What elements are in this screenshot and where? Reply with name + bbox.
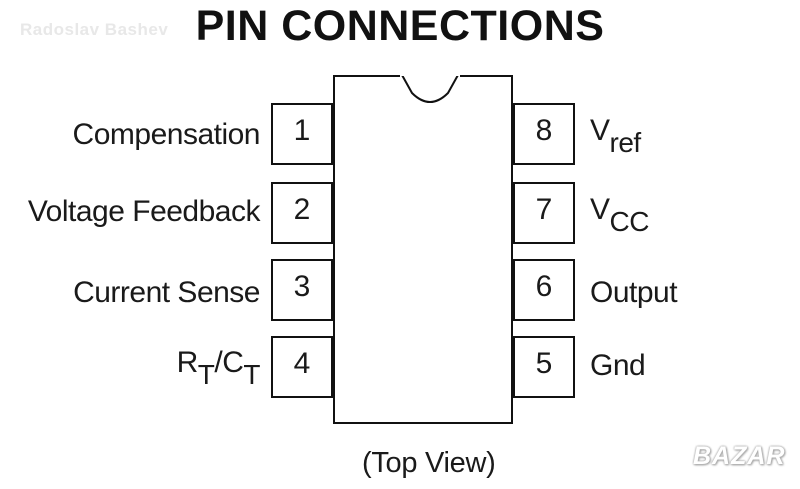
ic-package-body [333, 75, 513, 424]
pin-3-number: 3 [293, 270, 311, 303]
pin-7-number: 7 [535, 193, 553, 226]
pin-5-number: 5 [535, 347, 553, 380]
pin-6-box: 6 [513, 259, 575, 321]
pin-4-number: 4 [293, 347, 311, 380]
pin-1-label: Compensation [72, 118, 261, 151]
pin-2-number: 2 [293, 193, 311, 226]
pin-5-box: 5 [513, 336, 575, 398]
pin-7-label: VCC [590, 193, 649, 237]
pin-4-box: 4 [271, 336, 333, 398]
ic-notch [400, 73, 460, 103]
pin-6-label: Output [590, 276, 678, 309]
pin-7-box: 7 [513, 182, 575, 244]
diagram-title: PIN CONNECTIONS [195, 2, 605, 50]
pin-8-box: 8 [513, 103, 575, 165]
pin-2-box: 2 [271, 182, 333, 244]
watermark-text: Radoslav Bashev [20, 20, 169, 39]
pin-4-label: RT/CT [176, 346, 261, 390]
pin-2-label: Voltage Feedback [27, 195, 261, 228]
pin-6-number: 6 [535, 270, 553, 303]
pin-1-number: 1 [293, 114, 311, 147]
pin-8-label: Vref [590, 114, 641, 158]
bazar-logo: BAZAR [693, 442, 786, 470]
pin-5-label: Gnd [590, 349, 646, 382]
top-view-caption: (Top View) [362, 447, 496, 479]
pin-3-label: Current Sense [73, 276, 260, 309]
pin-8-number: 8 [535, 114, 553, 147]
pin-3-box: 3 [271, 259, 333, 321]
pin-1-box: 1 [271, 103, 333, 165]
